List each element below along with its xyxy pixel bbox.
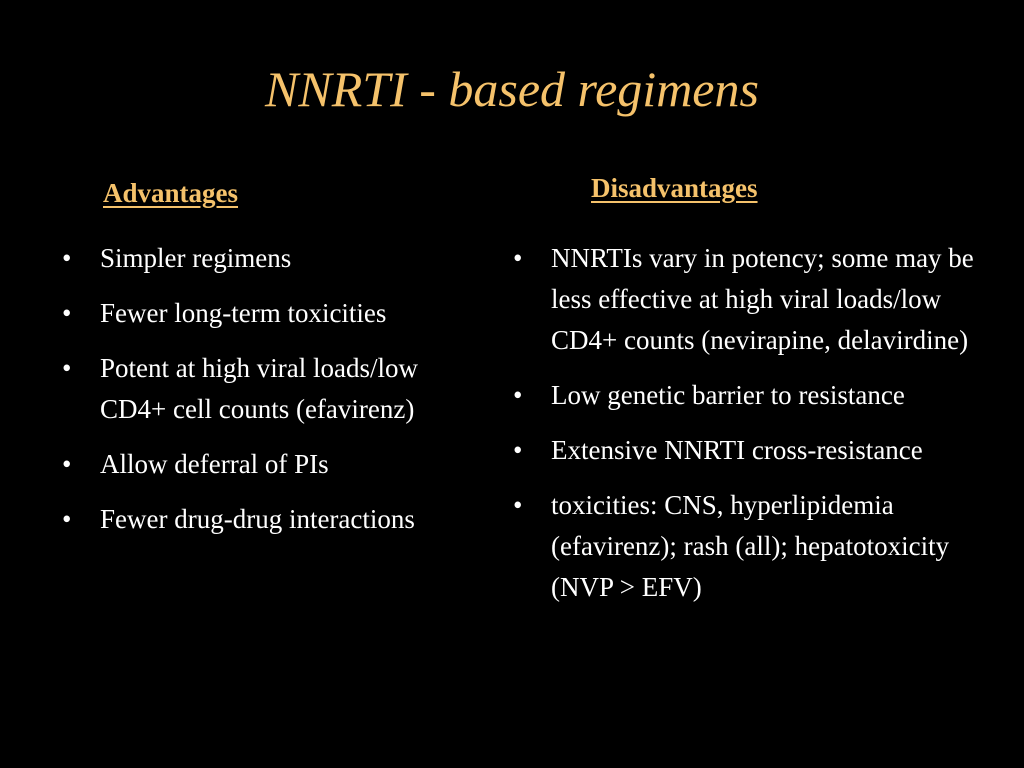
list-item: • Low genetic barrier to resistance	[513, 375, 1003, 416]
disadvantages-list: • NNRTIs vary in potency; some may be les…	[513, 238, 1003, 622]
bullet-icon: •	[513, 490, 523, 520]
list-item: • Simpler regimens	[62, 238, 472, 279]
bullet-icon: •	[62, 298, 72, 328]
bullet-icon: •	[62, 449, 72, 479]
list-item: • Allow deferral of PIs	[62, 444, 472, 485]
advantage-text: Fewer long-term toxicities	[100, 298, 387, 328]
bullet-icon: •	[62, 504, 72, 534]
bullet-icon: •	[513, 243, 523, 273]
advantage-text: Potent at high viral loads/low CD4+ cell…	[100, 353, 418, 424]
list-item: • Extensive NNRTI cross-resistance	[513, 430, 1003, 471]
bullet-icon: •	[513, 435, 523, 465]
disadvantage-text: NNRTIs vary in potency; some may be less…	[551, 243, 974, 355]
bullet-icon: •	[62, 353, 72, 383]
list-item: • Fewer drug-drug interactions	[62, 499, 472, 540]
list-item: • Potent at high viral loads/low CD4+ cel…	[62, 348, 472, 430]
disadvantage-text: Extensive NNRTI cross-resistance	[551, 435, 923, 465]
slide-title: NNRTI - based regimens	[265, 61, 759, 117]
advantage-text: Simpler regimens	[100, 243, 292, 273]
advantage-text: Fewer drug-drug interactions	[100, 504, 415, 534]
advantages-list: • Simpler regimens • Fewer long-term toxic…	[62, 238, 472, 554]
disadvantages-heading: Disadvantages	[591, 173, 758, 203]
disadvantage-text: toxicities: CNS, hyperlipidemia (efavire…	[551, 490, 950, 602]
list-item: • NNRTIs vary in potency; some may be les…	[513, 238, 1003, 361]
disadvantage-text: Low genetic barrier to resistance	[551, 380, 905, 410]
advantages-heading: Advantages	[103, 178, 239, 208]
advantage-text: Allow deferral of PIs	[100, 449, 329, 479]
bullet-icon: •	[513, 380, 523, 410]
bullet-icon: •	[62, 243, 72, 273]
list-item: • Fewer long-term toxicities	[62, 293, 472, 334]
list-item: • toxicities: CNS, hyperlipidemia (efavir…	[513, 485, 1003, 608]
